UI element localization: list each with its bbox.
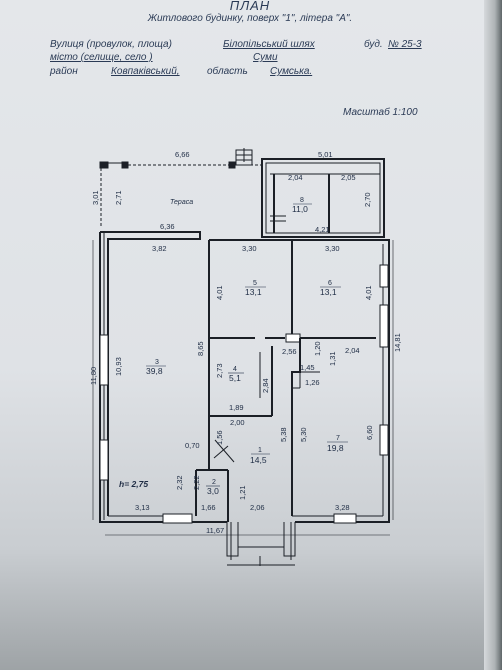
room-2-area: 3,0 — [207, 486, 219, 496]
room-7-number: 7 — [336, 435, 340, 442]
city-value: Суми — [253, 52, 278, 63]
dim-156: 1,56 — [215, 430, 224, 445]
dim-total-right: 14,81 — [393, 333, 402, 352]
city-label: місто (селище, село ) — [50, 52, 153, 63]
room-6-area: 13,1 — [320, 287, 337, 297]
sheet-edge — [484, 0, 502, 670]
dim-530: 5,30 — [299, 427, 308, 442]
street-label: Вулиця (провулок, площа) — [50, 39, 172, 50]
region-value: Сумська. — [270, 66, 313, 77]
dim-b8-inner: 4,21 — [315, 225, 330, 234]
room-3-area: 39,8 — [146, 366, 163, 376]
dim-256: 2,56 — [282, 347, 297, 356]
plan-title: ПЛАН — [229, 0, 271, 13]
district-value: Ковпаківський, — [111, 66, 180, 77]
room-7-area: 19,8 — [327, 443, 344, 453]
room-4-number: 4 — [233, 366, 237, 373]
terrace-label: Тераса — [170, 199, 193, 206]
room-5-number: 5 — [253, 280, 257, 287]
region-label: область — [207, 66, 248, 77]
street-value: Білопільський шлях — [223, 39, 315, 50]
plan-subtitle: Житлового будинку, поверх "1", літера "А… — [147, 13, 353, 24]
dim-room3-width: 3,82 — [152, 244, 167, 253]
house-value: № 25-3 — [388, 39, 422, 50]
dim-total-left: 11,80 — [89, 367, 98, 385]
room-1-number: 1 — [258, 447, 262, 454]
dim-b8-depth: 2,70 — [363, 192, 372, 207]
dim-room5-width: 3,30 — [242, 244, 257, 253]
dim-room4-depth: 2,73 — [215, 363, 224, 378]
room-8-number: 8 — [300, 197, 304, 204]
dim-room1-top: 2,00 — [230, 418, 245, 427]
dim-room6-depth: 4,01 — [364, 285, 373, 300]
dim-206: 2,06 — [250, 503, 265, 512]
dim-room3-mid: 8,65 — [196, 341, 205, 356]
dim-room4-inner: 2,84 — [261, 378, 270, 393]
room-5-area: 13,1 — [245, 287, 262, 297]
dim-room5-depth: 4,01 — [215, 285, 224, 300]
dim-126: 1,26 — [305, 378, 320, 387]
dim-121: 1,21 — [238, 485, 247, 500]
dim-538: 5,38 — [279, 427, 288, 442]
dim-222: 2,22 — [192, 475, 201, 490]
dim-terrace-width: 6,66 — [175, 150, 190, 159]
dim-terrace-inner: 2,71 — [114, 190, 123, 205]
dim-room4-width: 1,89 — [229, 403, 244, 412]
room-8-area: 11,0 — [292, 204, 308, 214]
dim-terrace-outer: 3,01 — [91, 190, 100, 205]
dim-b8-left: 2,04 — [288, 173, 303, 182]
dim-636: 6,36 — [160, 222, 175, 231]
dim-232: 2,32 — [175, 475, 184, 490]
dim-328: 3,28 — [335, 503, 350, 512]
dim-room3-depth: 10,93 — [114, 357, 123, 376]
dim-131: 1,31 — [328, 351, 337, 366]
room-4-area: 5,1 — [229, 373, 241, 383]
height-label: h= 2,75 — [119, 479, 148, 489]
dim-room7-depth: 6,60 — [365, 425, 374, 440]
room-1-area: 14,5 — [250, 455, 267, 465]
room-2-number: 2 — [212, 479, 216, 486]
dim-total-width: 11,67 — [206, 526, 224, 535]
dim-145: 1,45 — [300, 363, 315, 372]
dim-313: 3,13 — [135, 503, 150, 512]
dim-b8-right: 2,05 — [341, 173, 356, 182]
house-label: буд. — [364, 39, 383, 50]
room-3-number: 3 — [155, 359, 159, 366]
dim-room7-top: 2,04 — [345, 346, 360, 355]
dim-166: 1,66 — [201, 503, 216, 512]
district-label: район — [50, 66, 78, 77]
dim-070: 0,70 — [185, 441, 200, 450]
dim-room6-width: 3,30 — [325, 244, 340, 253]
room-6-number: 6 — [328, 280, 332, 287]
dim-block8-width: 5,01 — [318, 150, 333, 159]
scale-label: Масштаб 1:100 — [343, 107, 418, 118]
dim-120: 1,20 — [313, 341, 322, 356]
